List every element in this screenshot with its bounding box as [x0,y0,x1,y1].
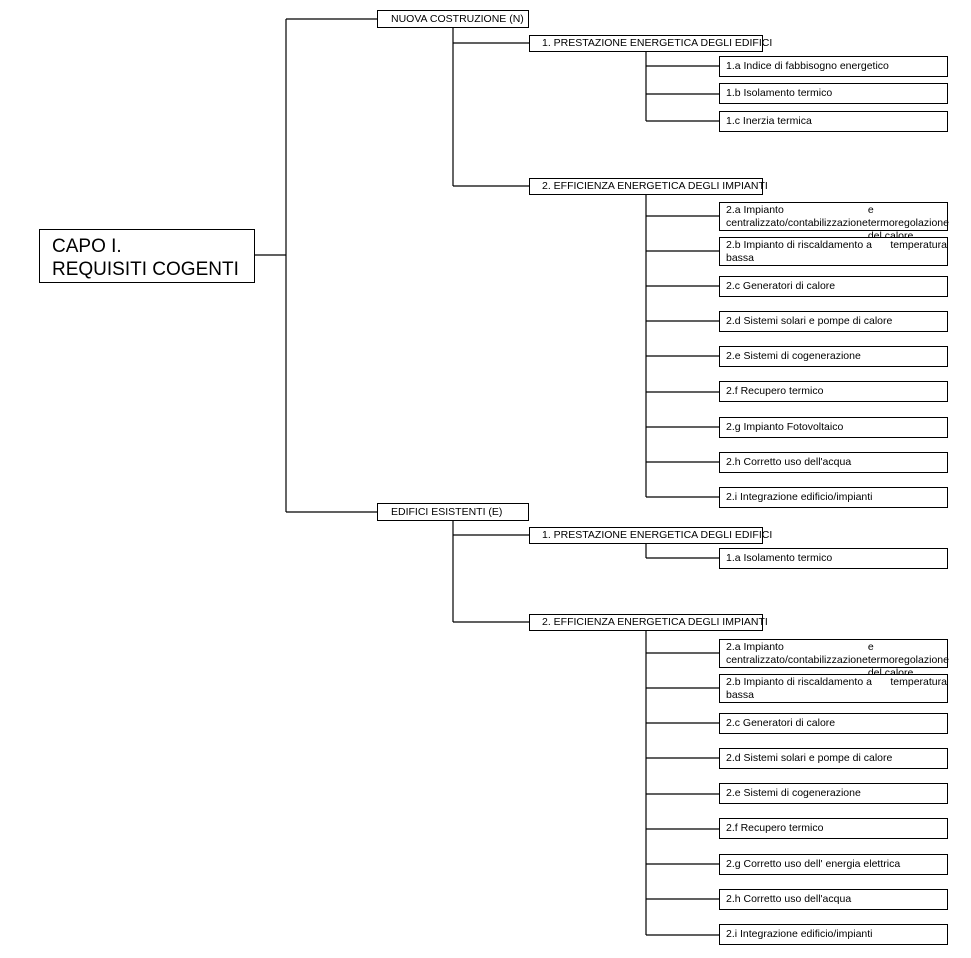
item-label: 2.c Generatori di calore [726,280,836,292]
section-label: EDIFICI ESISTENTI (E) [391,505,503,518]
item-box: 2.i Integrazione edificio/impianti [719,487,948,508]
item-label: 2.c Generatori di calore [726,717,836,729]
item-box: 2.b Impianto di riscaldamento a bassa te… [719,674,948,703]
item-box: 1.b Isolamento termico [719,83,948,104]
item-box: 2.e Sistemi di cogenerazione [719,346,948,367]
item-box: 2.h Corretto uso dell'acqua [719,452,948,473]
item-label: 2.d Sistemi solari e pompe di calore [726,752,893,764]
item-label: 1.c Inerzia termica [726,115,812,127]
item-label: 2.f Recupero termico [726,822,824,834]
item-label: 1.a Indice di fabbisogno energetico [726,60,889,72]
item-box: 2.c Generatori di calore [719,276,948,297]
item-label: 2.b Impianto di riscaldamento a bassa [726,239,872,264]
item-box: 2.g Impianto Fotovoltaico [719,417,948,438]
item-label: 1.b Isolamento termico [726,87,833,99]
category-efficienza-impianti: 2. EFFICIENZA ENERGETICA DEGLI IMPIANTI [529,614,768,631]
item-label: 2.f Recupero termico [726,385,824,397]
item-box: 2.f Recupero termico [719,381,948,402]
item-label: 2.i Integrazione edificio/impianti [726,491,873,503]
root-title-line1: CAPO I. [52,236,122,257]
item-label: 2.e Sistemi di cogenerazione [726,787,861,799]
item-label: 2.h Corretto uso dell'acqua [726,456,852,468]
category-efficienza-impianti: 2. EFFICIENZA ENERGETICA DEGLI IMPIANTI [529,178,768,195]
root-title-line2: REQUISITI COGENTI [52,259,239,280]
section-edifici-esistenti: EDIFICI ESISTENTI (E) [377,503,529,521]
category-prestazione-energetica: 1. PRESTAZIONE ENERGETICA DEGLI EDIFICI [529,35,772,52]
category-label: 2. EFFICIENZA ENERGETICA DEGLI IMPIANTI [542,616,768,628]
item-box: 2.d Sistemi solari e pompe di calore [719,748,948,769]
item-box: 2.a Impianto centralizzato/contabilizzaz… [719,202,949,242]
category-label: 2. EFFICIENZA ENERGETICA DEGLI IMPIANTI [542,180,768,192]
item-label: 2.h Corretto uso dell'acqua [726,893,852,905]
item-label-line2: temperatura [890,676,947,688]
category-label: 1. PRESTAZIONE ENERGETICA DEGLI EDIFICI [542,529,773,541]
item-label: 2.e Sistemi di cogenerazione [726,350,861,362]
item-box: 2.b Impianto di riscaldamento a bassa te… [719,237,948,266]
item-box: 1.c Inerzia termica [719,111,948,132]
item-label: 2.g Corretto uso dell' energia elettrica [726,858,901,870]
item-box: 2.i Integrazione edificio/impianti [719,924,948,945]
item-box: 2.f Recupero termico [719,818,948,839]
item-box: 1.a Isolamento termico [719,548,948,569]
item-box: 2.e Sistemi di cogenerazione [719,783,948,804]
item-box: 2.h Corretto uso dell'acqua [719,889,948,910]
item-label: 2.b Impianto di riscaldamento a bassa [726,676,872,701]
item-label: 2.a Impianto centralizzato/contabilizzaz… [726,641,868,666]
item-label: 2.i Integrazione edificio/impianti [726,928,873,940]
root-node: CAPO I. REQUISITI COGENTI [39,229,255,283]
item-box: 2.a Impianto centralizzato/contabilizzaz… [719,639,949,679]
item-label: 2.d Sistemi solari e pompe di calore [726,315,893,327]
item-box: 2.d Sistemi solari e pompe di calore [719,311,948,332]
category-prestazione-energetica: 1. PRESTAZIONE ENERGETICA DEGLI EDIFICI [529,527,772,544]
item-label: 2.g Impianto Fotovoltaico [726,421,844,433]
item-label: 2.a Impianto centralizzato/contabilizzaz… [726,204,868,229]
section-nuova-costruzione: NUOVA COSTRUZIONE (N) [377,10,529,28]
item-box: 2.g Corretto uso dell' energia elettrica [719,854,948,875]
item-box: 1.a Indice di fabbisogno energetico [719,56,948,77]
section-label: NUOVA COSTRUZIONE (N) [391,12,524,25]
category-label: 1. PRESTAZIONE ENERGETICA DEGLI EDIFICI [542,37,773,49]
item-label-line2: temperatura [890,239,947,251]
item-label: 1.a Isolamento termico [726,552,833,564]
item-box: 2.c Generatori di calore [719,713,948,734]
